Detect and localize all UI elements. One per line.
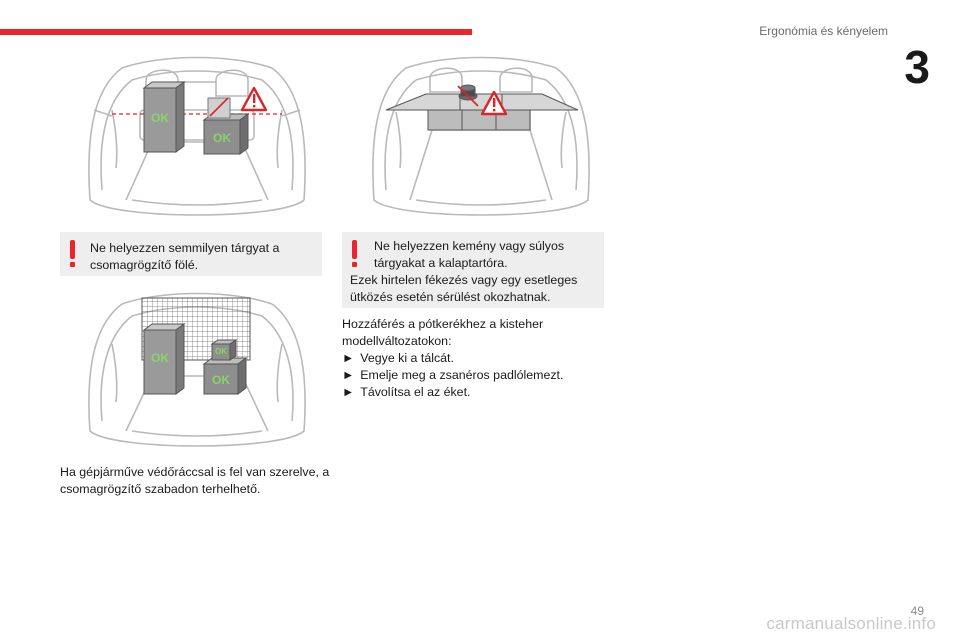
watermark: carmanualsonline.info (766, 614, 936, 633)
instruction-step: ► Vegye ki a tálcát. (342, 350, 612, 367)
warning-text-line: csomagrögzítő fölé. (90, 258, 199, 272)
warning-triangle-icon (480, 90, 508, 116)
arrow-bullet-icon: ► (342, 385, 355, 399)
instruction-step-text: Emelje meg a zsanéros padlólemezt. (360, 368, 564, 382)
instruction-step-text: Vegye ki a tálcát. (360, 351, 454, 365)
arrow-bullet-icon: ► (342, 368, 355, 382)
warning-box-restraint: Ne helyezzen semmilyen tárgyat a csomagr… (60, 232, 322, 276)
paragraph-line: Hozzáférés a pótkerékhez a kisteher (342, 317, 544, 331)
paragraph-line: csomagrögzítő szabadon terhelhető. (60, 482, 261, 496)
warning-text-line: Ezek hirtelen fékezés vagy egy esetleges (350, 273, 578, 287)
exclamation-icon (70, 240, 76, 267)
illustration-cargo-net: OK OK OK (82, 286, 312, 456)
warning-text-line: Ne helyezzen kemény vagy súlyos (374, 239, 565, 253)
paragraph-line: Ha gépjárműve védőráccsal is fel van sze… (60, 465, 330, 479)
ok-label: OK (213, 131, 231, 145)
warning-triangle-icon (240, 86, 268, 112)
header-accent-bar (0, 29, 472, 35)
illustration-load-restraint: OK OK (82, 50, 312, 228)
section-title: Ergonómia és kényelem (759, 24, 888, 38)
instruction-step-text: Távolítsa el az éket. (360, 385, 471, 399)
ok-label: OK (212, 373, 230, 387)
illustration-parcel-shelf (366, 50, 596, 228)
ok-label: OK (151, 351, 169, 365)
spare-wheel-instructions: Hozzáférés a pótkerékhez a kisteher mode… (342, 316, 612, 401)
instruction-step: ► Emelje meg a zsanéros padlólemezt. (342, 367, 612, 384)
chapter-number: 3 (904, 41, 930, 93)
ok-label: OK (151, 111, 169, 125)
ok-label: OK (215, 347, 227, 356)
warning-box-parcel-shelf: Ne helyezzen kemény vagy súlyos tárgyaka… (342, 232, 604, 308)
instruction-step: ► Távolítsa el az éket. (342, 384, 612, 401)
page-number: 49 (910, 604, 924, 618)
arrow-bullet-icon: ► (342, 351, 355, 365)
paragraph-line: modellváltozatokon: (342, 334, 452, 348)
exclamation-icon (352, 240, 358, 267)
paragraph-cargo-net: Ha gépjárműve védőráccsal is fel van sze… (60, 464, 330, 498)
warning-text-line: tárgyakat a kalaptartóra. (374, 256, 508, 270)
warning-text-line: Ne helyezzen semmilyen tárgyat a (90, 241, 280, 255)
warning-text-line: ütközés esetén sérülést okozhatnak. (350, 290, 551, 304)
